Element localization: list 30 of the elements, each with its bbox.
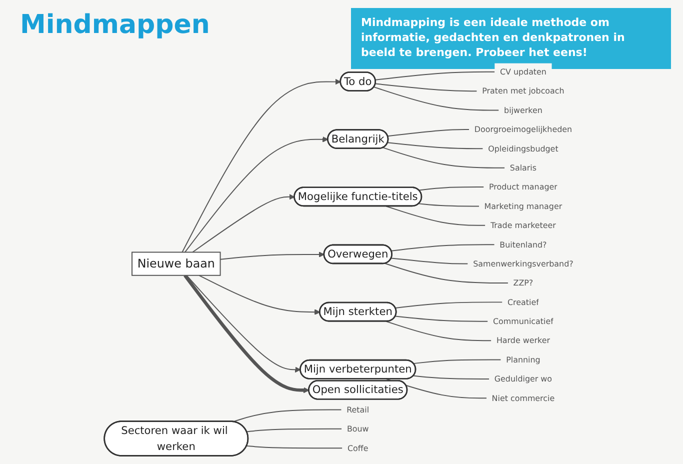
arrow [220, 252, 325, 260]
connector [386, 320, 492, 342]
connector [374, 83, 478, 92]
connector [384, 263, 508, 284]
arrow [184, 136, 328, 253]
arrow [186, 274, 301, 373]
connector [246, 445, 343, 449]
page-title: Mindmappen [20, 10, 210, 40]
callout-note: Mindmapping is een ideale methode om informatie, gedachten en denkpatronen in beeld te brengen. Probeer het eens! [351, 8, 671, 69]
arrow [198, 274, 320, 315]
connector [418, 203, 480, 207]
connector [387, 142, 484, 150]
connector [246, 428, 342, 432]
connector [390, 258, 468, 264]
connector [418, 186, 484, 191]
connector [394, 302, 503, 308]
connector [387, 128, 470, 137]
arrow [192, 194, 295, 253]
connector [413, 359, 502, 364]
connector [382, 147, 506, 168]
connector [390, 244, 495, 252]
node-box: Nieuwe baan [132, 252, 221, 276]
connector [374, 71, 496, 80]
connector [386, 206, 486, 226]
connector [413, 375, 490, 380]
connector [232, 409, 342, 422]
arrow [184, 274, 310, 394]
connector [394, 316, 488, 322]
arrow [182, 78, 341, 253]
connector [374, 86, 500, 111]
